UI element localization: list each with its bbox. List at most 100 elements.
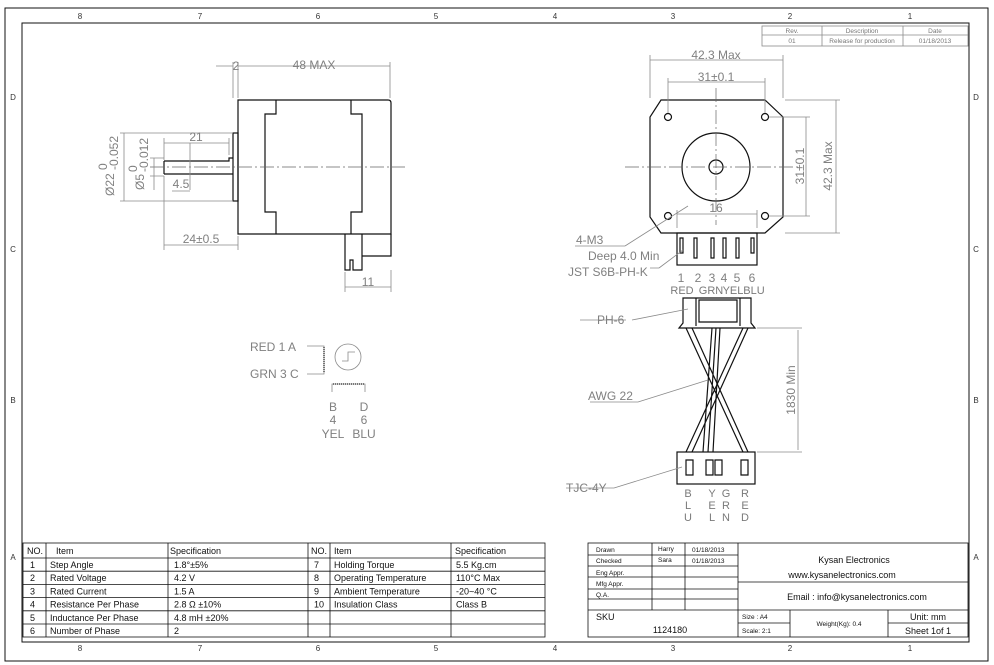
zone-col-label: 2 (788, 12, 793, 21)
holes-label: 4-M3 (576, 233, 604, 247)
zone-col-label: 8 (78, 644, 83, 653)
pin-color-blu: BLU (743, 285, 764, 297)
wire-color-letter: U (684, 512, 692, 524)
date-header: Date (928, 28, 942, 35)
wire-color-letter: D (741, 512, 749, 524)
pin-number: 3 (709, 271, 716, 285)
dim-connector: 11 (362, 275, 375, 289)
dia-shaft-tol-upper: 0 (126, 165, 140, 172)
spec-value: 1.5 A (174, 586, 195, 596)
phase-d-label: D (360, 400, 369, 414)
zone-col-label: 1 (908, 644, 913, 653)
end-connector-label: TJC-4Y (566, 481, 607, 495)
unit: Unit: mm (910, 612, 946, 622)
zone-col-label: 1 (908, 12, 913, 21)
phase-d-pin: 6 (361, 413, 368, 427)
zone-col-label: 7 (198, 644, 203, 653)
spec-no: 2 (30, 573, 35, 583)
pin-number: 6 (749, 271, 756, 285)
holes-depth-label: Deep 4.0 Min (588, 249, 659, 263)
dim-connector-width: 16 (709, 201, 723, 215)
pin-color-red: RED (670, 285, 693, 297)
wire-label: AWG 22 (588, 389, 633, 403)
phase-b-pin: 4 (330, 413, 337, 427)
spec-value: 1.8°±5% (174, 560, 208, 570)
wire-color-letter: L (709, 512, 715, 524)
spec-value: 2 (174, 626, 179, 636)
spec-item: Number of Phase (50, 626, 120, 636)
pin-number: 2 (695, 271, 702, 285)
zone-row-label: A (973, 553, 979, 562)
dia-boss-tol-lower: -0.052 (107, 136, 121, 170)
signoff-name: Harry (658, 546, 675, 553)
plug-label: PH-6 (597, 313, 625, 327)
signoff-date: 01/18/2013 (692, 558, 725, 565)
spec-value: 5.5 Kg.cm (456, 560, 497, 570)
inner-frame (21, 22, 970, 643)
spec-header: Specification (170, 546, 221, 556)
spec-no: 9 (314, 586, 319, 596)
sku-label: SKU (596, 612, 615, 622)
phase-b-label: B (329, 400, 337, 414)
zone-row-label: B (10, 396, 15, 405)
scale: Scale: 2:1 (742, 628, 771, 635)
dia-shaft: Ø5 (133, 174, 147, 190)
spec-item: Inductance Per Phase (50, 613, 139, 623)
pin-number: 4 (721, 271, 728, 285)
phase-d-color: BLU (352, 427, 375, 441)
dim-shaft-total: 24±0.5 (183, 232, 220, 246)
zone-col-label: 2 (788, 644, 793, 653)
paper-size: Size : A4 (742, 614, 768, 621)
spec-no: 4 (30, 600, 35, 610)
spec-item: Holding Torque (334, 560, 394, 570)
rev-header: Rev. (786, 28, 799, 35)
zone-col-label: 4 (553, 644, 558, 653)
weight: Weight(Kg): 0.4 (816, 621, 861, 628)
outer-frame (4, 7, 989, 662)
phase-b-color: YEL (322, 427, 345, 441)
spec-value: 2.8 Ω ±10% (174, 600, 221, 610)
description-header: Description (846, 28, 879, 35)
date-value: 01/18/2013 (919, 38, 952, 45)
dim-flat: 4.5 (173, 177, 190, 191)
spec-no: 1 (30, 560, 35, 570)
zone-col-label: 3 (671, 12, 676, 21)
zone-row-label: A (10, 553, 16, 562)
zone-col-label: 3 (671, 644, 676, 653)
spec-no: 8 (314, 573, 319, 583)
zone-row-label: B (973, 396, 978, 405)
spec-no: 7 (314, 560, 319, 570)
spec-value: Class B (456, 600, 487, 610)
signoff-role: Q.A. (596, 592, 609, 599)
dim-hole-spacing-v: 31±0.1 (793, 147, 807, 184)
signoff-role: Drawn (596, 547, 615, 554)
spec-item: Rated Current (50, 586, 107, 596)
zone-col-label: 7 (198, 12, 203, 21)
spec-value: 4.8 mH ±20% (174, 613, 228, 623)
pin-color-yel: YEL (723, 285, 744, 297)
signoff-role: Checked (596, 558, 622, 565)
spec-no: 3 (30, 586, 35, 596)
spec-header: Specification (455, 546, 506, 556)
wiring-schematic: RED 1 A GRN 3 C B 4 YEL D 6 BLU (250, 340, 376, 441)
spec-no: 10 (314, 600, 324, 610)
side-view: 2 48 MAX 21 4.5 24±0.5 11 Ø22 0 -0.052 Ø… (96, 58, 405, 292)
spec-item: Step Angle (50, 560, 94, 570)
signoff-role: Mfg Appr. (596, 581, 624, 588)
pin-color-grn: GRN (699, 285, 724, 297)
dia-shaft-tol-lower: -0.012 (137, 138, 151, 172)
zone-col-label: 8 (78, 12, 83, 21)
spec-item: Insulation Class (334, 600, 398, 610)
zone-col-label: 6 (316, 12, 321, 21)
spec-no: 6 (30, 626, 35, 636)
dim-hole-spacing-h: 31±0.1 (698, 70, 735, 84)
sku-value: 1124180 (653, 625, 687, 635)
zone-col-label: 6 (316, 644, 321, 653)
spec-header: NO. (27, 546, 43, 556)
front-view: 42.3 Max 31±0.1 31±0.1 42.3 Max 16 4-M3 … (568, 48, 840, 297)
